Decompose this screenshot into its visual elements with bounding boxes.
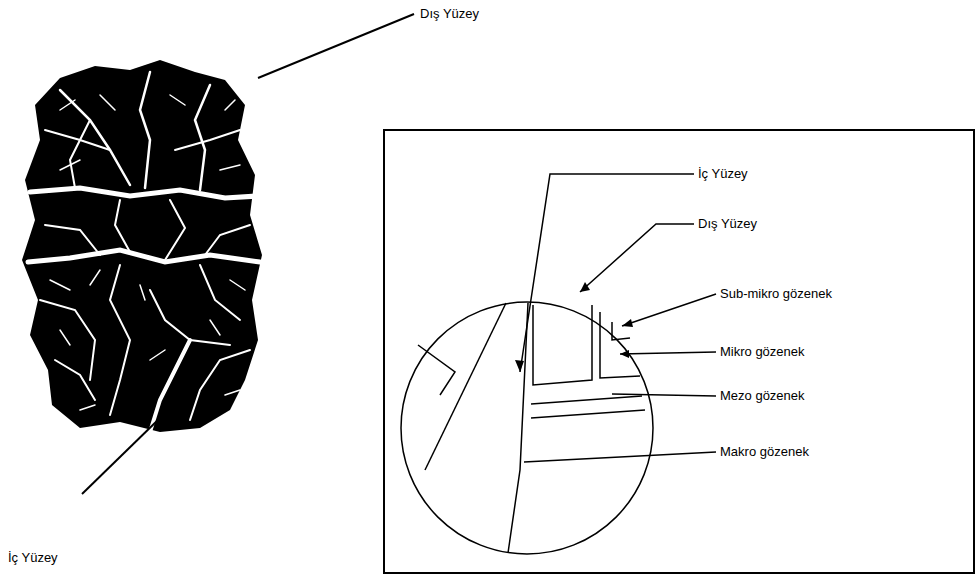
- callout-label: Dış Yüzey: [420, 6, 479, 22]
- leader-line: [258, 14, 414, 78]
- callout-label: Mikro gözenek: [720, 344, 805, 360]
- leader-line: [82, 418, 160, 494]
- carbon-particle: [22, 60, 262, 432]
- callout-label: İç Yüzey: [8, 550, 58, 566]
- leader-arrowheads: [515, 282, 633, 372]
- pore-lines: [418, 303, 645, 553]
- callout-label: İç Yüzey: [698, 166, 748, 182]
- callout-label: Mezo gözenek: [720, 388, 805, 404]
- callout-label: Makro gözenek: [720, 444, 809, 460]
- magnified-circle: [401, 302, 653, 554]
- inset-leaders: [520, 174, 716, 462]
- callout-label: Sub-mikro gözenek: [720, 286, 832, 302]
- inset-frame: [384, 130, 974, 573]
- pore-cracks: [28, 72, 260, 432]
- callout-label: Dış Yüzey: [698, 216, 757, 232]
